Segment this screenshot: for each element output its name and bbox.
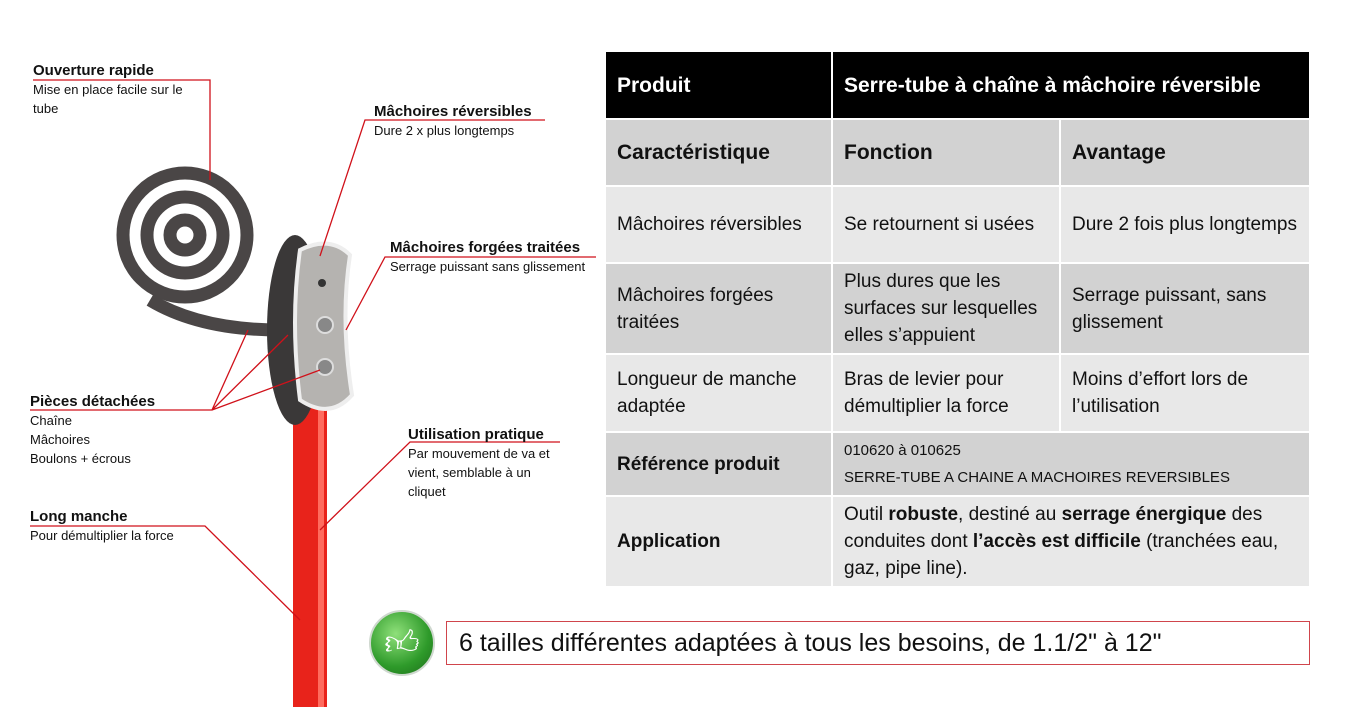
text: (tranchées eau, gaz, pipe line). [844,531,1279,579]
column-header: Fonction [833,120,1061,185]
column-header: Avantage [1061,120,1311,185]
table-cell: Dure 2 fois plus longtemps [1061,187,1311,262]
callout-desc: Chaîne [30,413,72,428]
callout-title: Mâchoires forgées traitées [390,239,581,256]
reference-value: 010620 à 010625 SERRE-TUBE A CHAINE A MA… [833,433,1311,495]
chain-wrench-illustration [30,79,596,707]
callout-desc: Boulons + écrous [30,451,131,466]
callout-desc: Dure 2 x plus longtemps [374,123,515,138]
callout-machoires-reversibles: Mâchoires réversibles Dure 2 x plus long… [374,102,532,140]
table-cell: Mâchoires réversibles [606,187,833,262]
table-header-row: Produit Serre-tube à chaîne à mâchoire r… [606,52,1311,118]
text-bold: l’accès est difficile [972,531,1141,552]
callout-desc: Par mouvement de va et [408,446,550,461]
callout-desc: Pour démultiplier la force [30,528,174,543]
reference-label: Référence produit [606,433,833,495]
chain-coil [116,166,281,337]
callout-desc: tube [33,101,59,116]
callout-desc: Serrage puissant sans glissement [390,259,586,274]
reference-codes: 010620 à 010625 [844,442,961,459]
reference-row: Référence produit 010620 à 010625 SERRE-… [606,433,1311,495]
callout-utilisation-pratique: Utilisation pratique Par mouvement de va… [408,425,550,501]
callout-desc: cliquet [408,484,446,499]
thumbs-up-icon: 👍︎ [369,610,435,676]
application-text: Outil robuste, destiné au serrage énergi… [833,497,1311,586]
callout-title: Pièces détachées [30,393,156,410]
callout-title: Long manche [30,508,128,525]
callout-lines [30,79,596,621]
table-cell: Moins d’effort lors de l’utilisation [1061,355,1311,431]
callout-ouverture-rapide: Ouverture rapide Mise en place facile su… [33,61,183,118]
callout-title: Mâchoires réversibles [374,103,532,120]
text: Outil [844,504,889,525]
text-bold: serrage énergique [1061,504,1227,525]
text: , destiné au [958,504,1062,525]
column-header-row: Caractéristique Fonction Avantage [606,120,1311,185]
callout-title: Ouverture rapide [33,62,154,79]
table-cell: Bras de levier pour démultiplier la forc… [833,355,1061,431]
table-row: Mâchoires forgées traitées Plus dures qu… [606,264,1311,353]
table-cell: Se retournent si usées [833,187,1061,262]
callout-machoires-forgees: Mâchoires forgées traitées Serrage puiss… [390,238,585,276]
table-row: Longueur de manche adaptée Bras de levie… [606,355,1311,431]
callout-pieces-detachees: Pièces détachées Chaîne Mâchoires Boulon… [30,392,155,468]
spec-table: Produit Serre-tube à chaîne à mâchoire r… [606,50,1311,588]
callout-desc: vient, semblable à un [408,465,531,480]
callout-title: Utilisation pratique [408,426,544,443]
text-bold: robuste [888,504,959,525]
header-cell: Produit [606,52,833,118]
callout-desc: Mise en place facile sur le [33,82,183,97]
table-cell: Plus dures que les surfaces sur lesquell… [833,264,1061,353]
callout-long-manche: Long manche Pour démultiplier la force [30,507,174,545]
reference-name: SERRE-TUBE A CHAINE A MACHOIRES REVERSIB… [844,469,1230,486]
column-header: Caractéristique [606,120,833,185]
text: des conduites dont [844,504,1263,552]
product-title: Serre-tube à chaîne à mâchoire réversibl… [833,52,1311,118]
table-cell: Longueur de manche adaptée [606,355,833,431]
application-label: Application [606,497,833,586]
callout-desc: Mâchoires [30,432,90,447]
table-row: Mâchoires réversibles Se retournent si u… [606,187,1311,262]
table-cell: Mâchoires forgées traitées [606,264,833,353]
application-row: Application Outil robuste, destiné au se… [606,497,1311,586]
table-cell: Serrage puissant, sans glissement [1061,264,1311,353]
sizes-note: 6 tailles différentes adaptées à tous le… [446,621,1310,665]
